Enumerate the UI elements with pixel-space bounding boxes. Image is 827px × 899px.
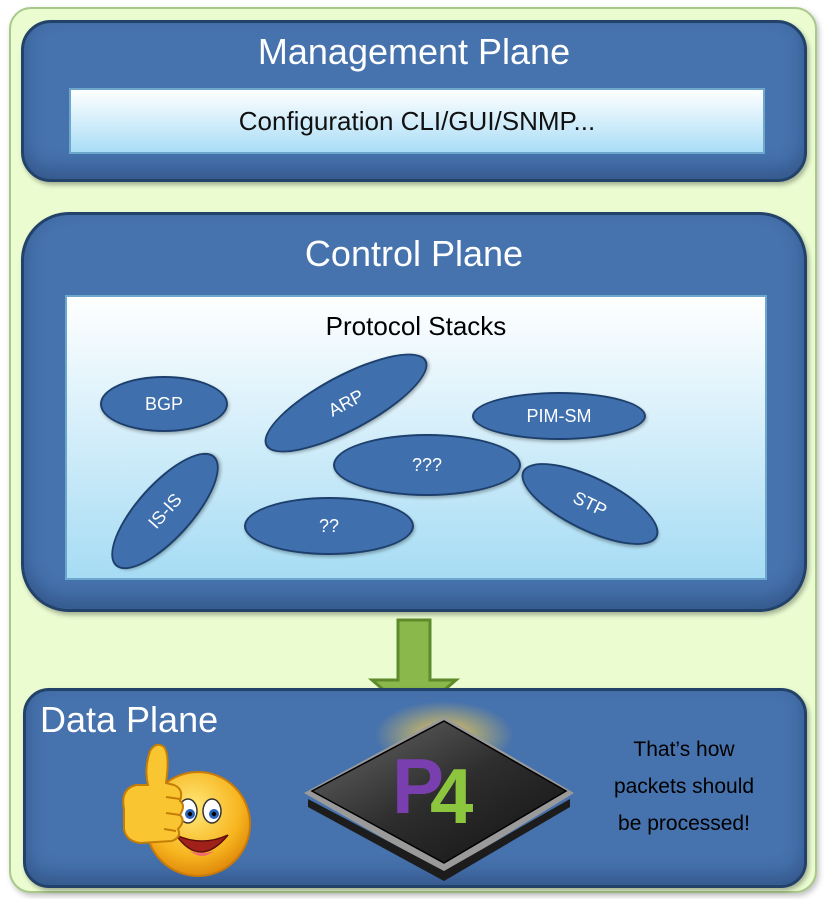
configuration-box: Configuration CLI/GUI/SNMP... <box>69 88 765 154</box>
protocol-unknown-2-label: ?? <box>318 515 340 536</box>
protocol-unknown-1-label: ??? <box>411 454 443 475</box>
protocol-unknown-2: ?? <box>244 497 414 555</box>
svg-text:4: 4 <box>430 752 473 840</box>
data-plane-note: That’s how packets should be processed! <box>574 731 794 842</box>
protocol-bgp-label: BGP <box>144 393 183 414</box>
management-plane: Management Plane Configuration CLI/GUI/S… <box>21 20 807 182</box>
control-plane-title: Control Plane <box>304 233 524 274</box>
protocol-stacks-box: Protocol Stacks BGP ARP PIM-SM ??? IS-IS… <box>65 295 767 585</box>
note-line-2: packets should <box>613 775 755 798</box>
protocol-pim-sm-label: PIM-SM <box>526 405 592 426</box>
protocol-unknown-1: ??? <box>333 434 521 496</box>
protocol-pim-sm: PIM-SM <box>472 392 646 440</box>
svg-text:P: P <box>392 742 444 830</box>
data-plane: Data Plane <box>23 688 807 888</box>
p4-chip-icon: P 4 <box>304 701 574 881</box>
note-line-1: That’s how <box>633 738 735 761</box>
configuration-label: Configuration CLI/GUI/SNMP... <box>238 105 596 136</box>
protocol-stacks-title: Protocol Stacks <box>325 311 507 341</box>
data-plane-title: Data Plane <box>40 699 219 740</box>
note-line-3: be processed! <box>618 812 750 835</box>
protocol-bgp: BGP <box>100 376 228 432</box>
thumbs-up-emoji-icon <box>122 743 251 877</box>
control-plane: Control Plane Protocol Stacks BGP ARP PI… <box>21 212 807 612</box>
management-plane-title: Management Plane <box>257 31 571 72</box>
